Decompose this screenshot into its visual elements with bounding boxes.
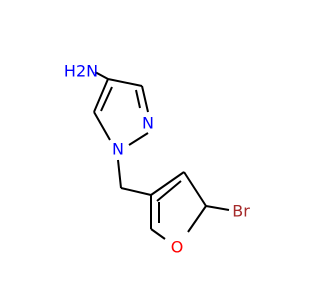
bromine-label: Br [232, 202, 250, 221]
bond-c3-n2-double [135, 89, 141, 109]
furan-oxygen-label: O [171, 238, 184, 257]
pyrazole-n1-label: N [112, 140, 124, 159]
bond-ch2-furan [120, 187, 152, 196]
bond-furan-c3-c4-double [156, 180, 182, 202]
bond-furan-o-c2 [150, 228, 166, 240]
bond-c5-c4 [93, 78, 109, 113]
bond-layer [93, 71, 230, 240]
bond-furan-c5-o [187, 205, 207, 233]
bond-n2-n1 [128, 132, 149, 146]
bond-furan-c5-br [205, 205, 230, 211]
bond-c3-n2 [141, 85, 149, 113]
pyrazole-n2-label: N [142, 114, 154, 133]
molecule-structure-diagram: H2N N N O Br [64, 62, 250, 257]
bond-c5-c4-double [100, 86, 113, 112]
bond-n1-c5 [93, 111, 111, 141]
bond-n1-ch2 [117, 159, 122, 189]
bond-furan-c4-c5 [183, 171, 207, 207]
bond-nh2-c4 [94, 71, 109, 80]
atom-label-layer: H2N N N O Br [64, 62, 250, 257]
bond-c4-c3 [107, 78, 143, 87]
bond-furan-c3-c4 [150, 171, 185, 196]
amine-label: H2N [64, 62, 98, 81]
